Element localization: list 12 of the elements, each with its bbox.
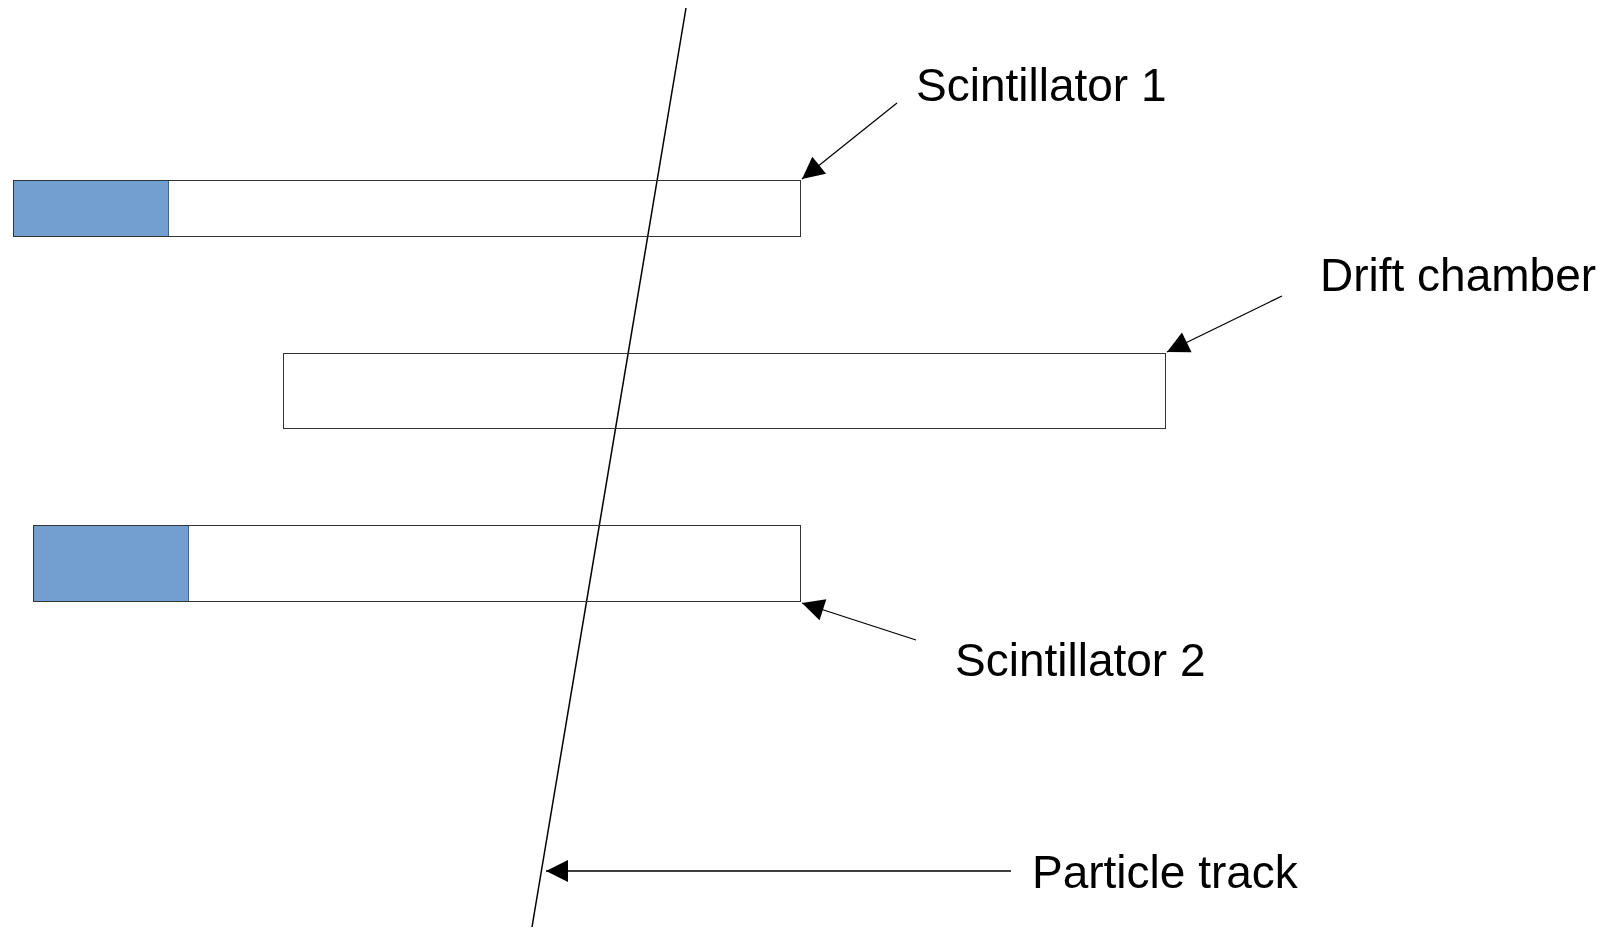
part-label: Scintillator 2	[955, 637, 1206, 683]
part-label: Drift chamber	[1320, 252, 1597, 298]
leader-line	[801, 599, 917, 641]
scintillator-bar	[33, 525, 801, 602]
scintillator-bar	[13, 180, 801, 237]
part-label: Scintillator 1	[916, 62, 1167, 108]
leader-line	[1166, 295, 1283, 353]
leader-line	[801, 102, 898, 180]
drift-chamber-box	[283, 353, 1166, 429]
leader-line	[545, 860, 1012, 882]
part-label: Particle track	[1032, 849, 1298, 895]
particle-track-line	[531, 7, 687, 928]
